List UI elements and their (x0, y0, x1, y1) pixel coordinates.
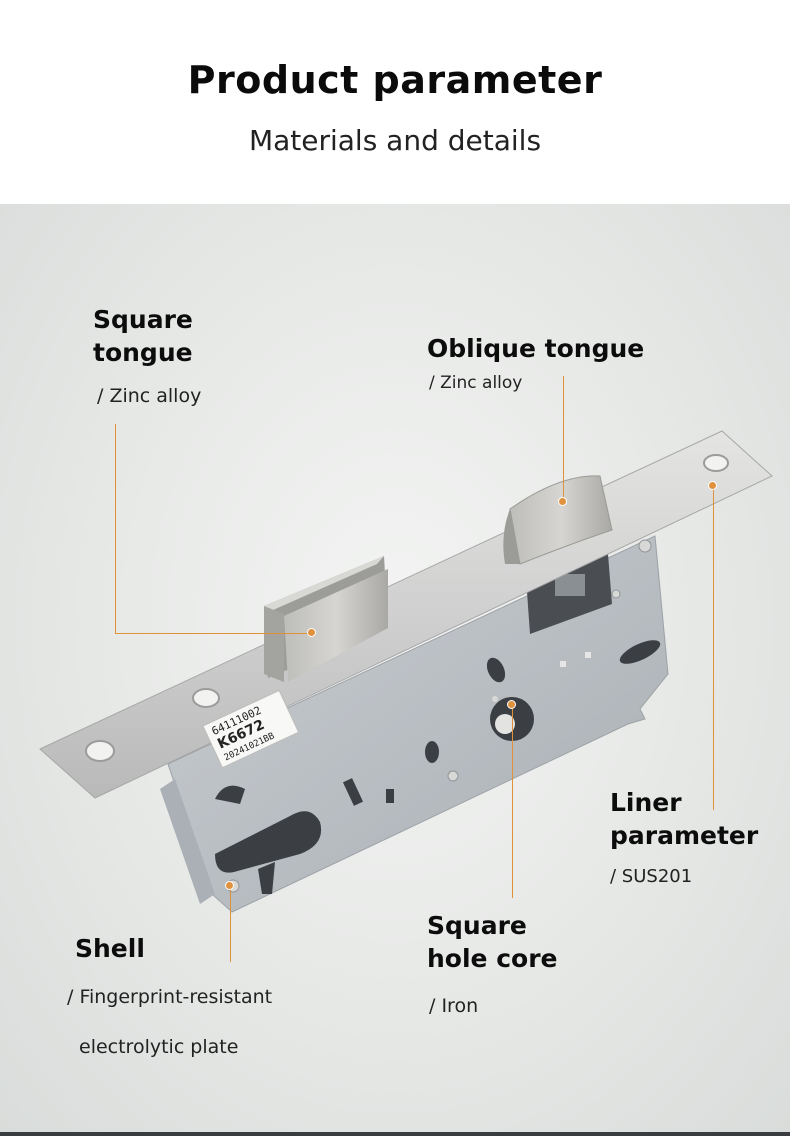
label-square-hole-core-title-2: hole core (427, 944, 558, 973)
label-liner-title-1: Liner (610, 788, 682, 817)
oblique-tongue (503, 475, 613, 565)
connector-shell (230, 886, 231, 962)
page-title: Product parameter (187, 58, 603, 102)
label-liner: Liner parameter / SUS201 (610, 786, 790, 887)
header: Product parameter Materials and details (0, 0, 790, 204)
marker-oblique-tongue (558, 497, 567, 506)
label-shell-title: Shell (75, 934, 145, 963)
page-subtitle: Materials and details (248, 124, 542, 157)
connector-square-hole-core (512, 705, 513, 898)
label-shell-material-2: electrolytic plate (79, 1036, 239, 1058)
label-square-hole-core-material: / Iron (429, 995, 479, 1017)
connector-square-tongue-horizontal (115, 633, 312, 634)
connector-liner (713, 486, 714, 810)
square-tongue (264, 556, 388, 682)
connector-oblique-tongue (563, 376, 564, 502)
connector-square-tongue-vertical (115, 424, 116, 634)
mortise-lock-illustration: 64111002 K6672 20241021BB (39, 430, 773, 913)
label-square-tongue-title-2: tongue (93, 338, 193, 367)
label-liner-material: / SUS201 (610, 866, 693, 887)
label-liner-title-2: parameter (610, 821, 759, 850)
marker-shell (225, 881, 234, 890)
label-oblique-tongue: Oblique tongue / Zinc alloy (427, 332, 727, 393)
label-square-hole-core: Square hole core / Iron (427, 909, 627, 1017)
marker-square-tongue (307, 628, 316, 637)
label-shell: Shell / Fingerprint-resistant electrolyt… (67, 932, 375, 1065)
label-oblique-tongue-material: / Zinc alloy (429, 373, 523, 393)
label-oblique-tongue-title: Oblique tongue (427, 334, 645, 363)
label-square-tongue: Square tongue / Zinc alloy (93, 303, 273, 407)
bottom-bar (0, 1132, 790, 1136)
label-shell-material-1: / Fingerprint-resistant (67, 986, 273, 1008)
marker-square-hole-core (507, 700, 516, 709)
label-square-tongue-material: / Zinc alloy (97, 385, 202, 407)
label-square-hole-core-title-1: Square (427, 911, 527, 940)
marker-liner (708, 481, 717, 490)
lock-body (160, 535, 669, 913)
label-square-tongue-title-1: Square (93, 305, 193, 334)
product-photo: 64111002 K6672 20241021BB (0, 204, 790, 1136)
